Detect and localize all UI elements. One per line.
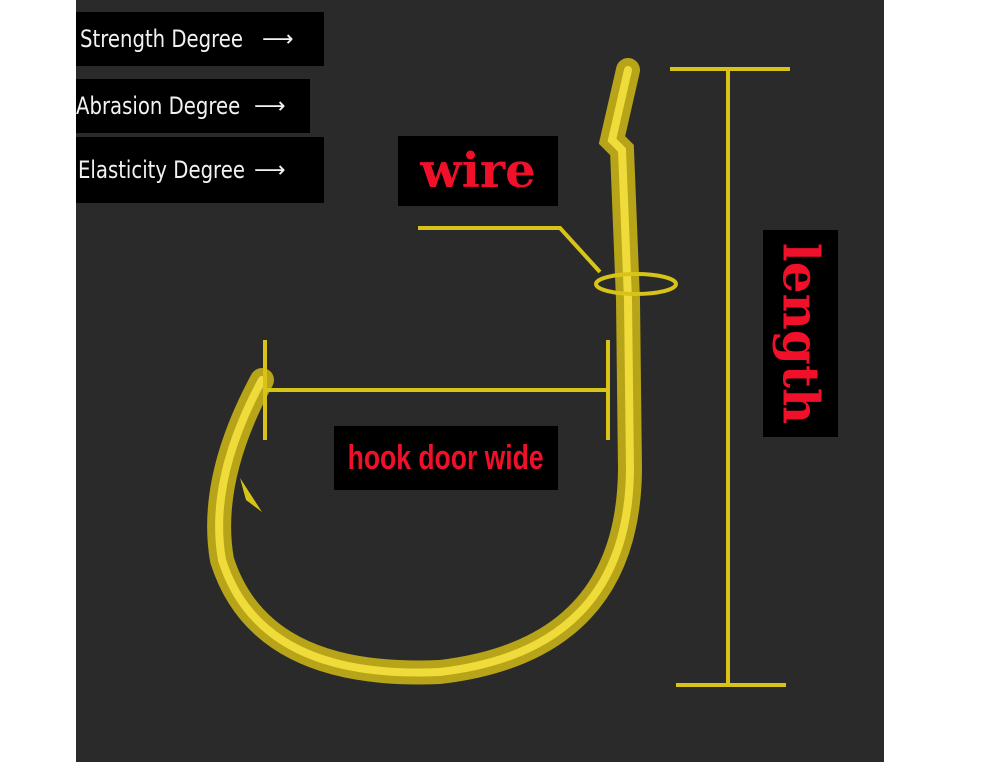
length-dimension [670, 67, 790, 687]
elasticity-degree-text: Elasticity Degree [78, 156, 245, 184]
arrow-right-icon: ⟶ [254, 157, 286, 183]
strength-degree-text: Strength Degree [80, 25, 244, 53]
strength-degree-label: Strength Degree ⟶ [76, 12, 324, 66]
length-label-box: length [763, 230, 838, 437]
length-label: length [771, 242, 831, 425]
abrasion-degree-label: Abrasion Degree ⟶ [76, 79, 310, 133]
arrow-right-icon: ⟶ [262, 26, 294, 52]
hook-door-dimension [263, 340, 610, 440]
abrasion-degree-text: Abrasion Degree [76, 92, 241, 120]
hook-door-wide-text: hook door wide [348, 438, 544, 477]
hook-door-wide-label: hook door wide [334, 426, 558, 490]
hook-barb [240, 478, 262, 512]
wire-label: wire [398, 136, 558, 206]
arrow-right-icon: ⟶ [254, 93, 286, 119]
wire-pointer [418, 226, 678, 296]
elasticity-degree-label: Elasticity Degree ⟶ [76, 137, 324, 203]
